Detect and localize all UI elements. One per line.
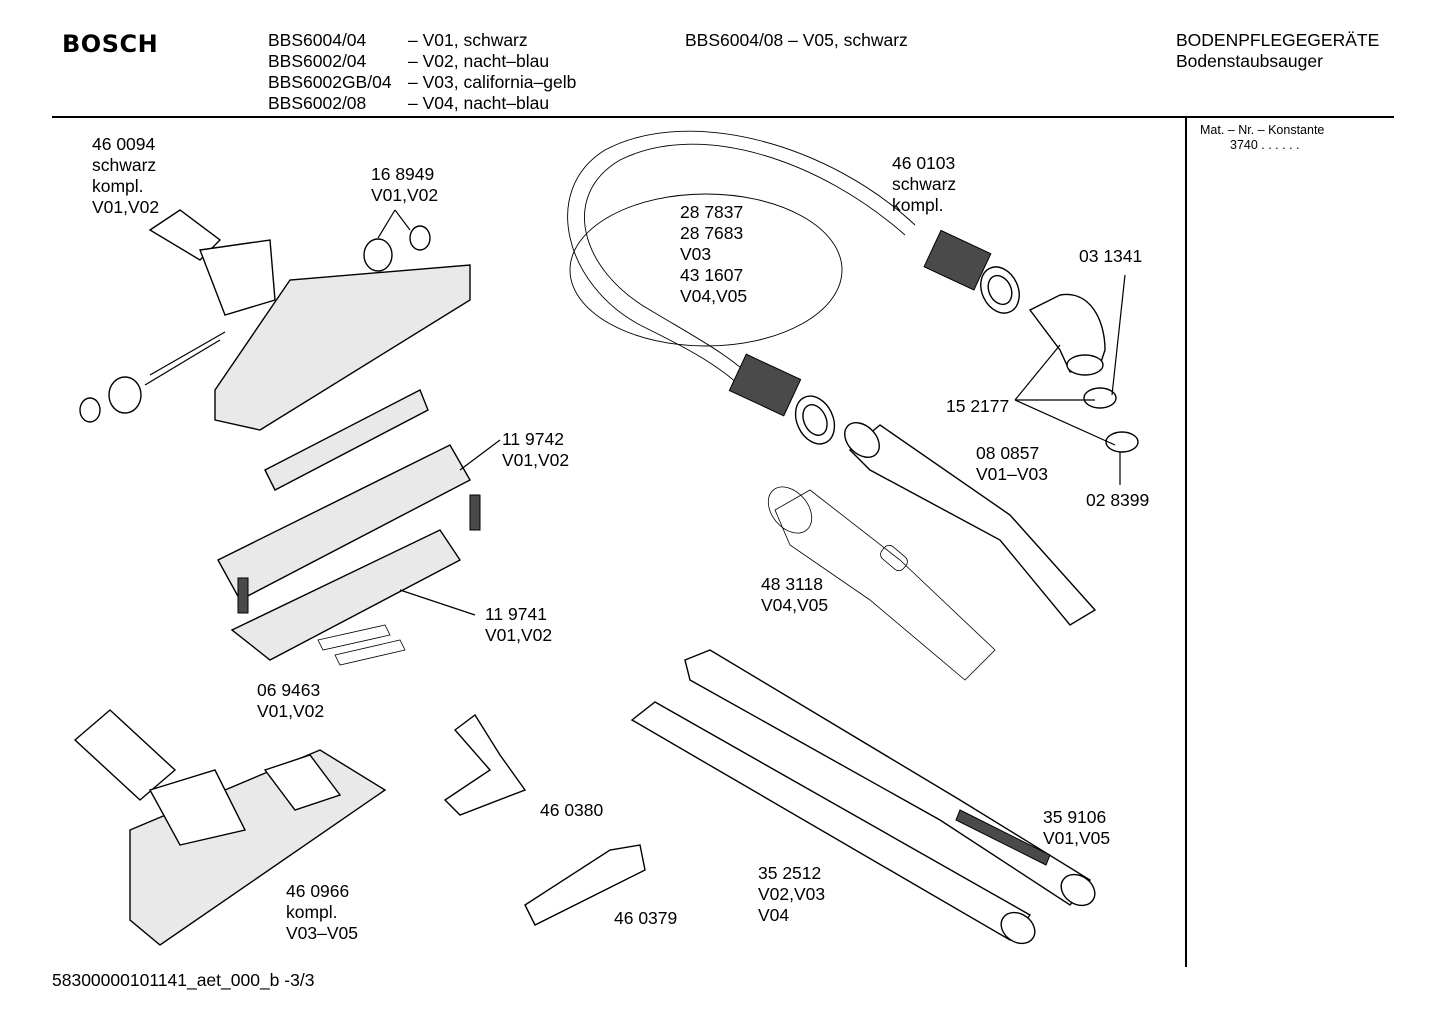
model-list: BBS6004/04 BBS6002/04 BBS6002GB/04 BBS60… [268,30,392,114]
part-variant: V01,V02 [485,625,553,645]
material-constant: Mat. – Nr. – Konstante 3740 . . . . . . [1200,123,1324,153]
part-label-168949: 16 8949 V01,V02 [371,164,438,206]
variant-4: – V04, nacht–blau [408,93,550,113]
model-4: BBS6002/08 [268,93,367,113]
material-constant-title: Mat. – Nr. – Konstante [1200,123,1325,137]
part-variant: V04,V05 [761,595,829,615]
part-number: 43 1607 [680,265,744,285]
part-label-287837: 28 7837 28 7683 V03 43 1607 V04,V05 [680,202,747,307]
part-detail: kompl. [892,195,944,215]
elbow-drawing [1014,274,1139,485]
part-number: 35 2512 [758,863,822,883]
material-constant-index: 3740 . . . . . . [1230,138,1300,152]
part-number: 28 7837 [680,202,744,222]
handle-v04-drawing [767,486,996,681]
part-variant: V02,V03 [758,884,826,904]
part-label-080857: 08 0857 V01–V03 [976,443,1048,485]
part-label-460379: 46 0379 [614,908,677,929]
header-divider [52,116,1394,118]
part-label-359106: 35 9106 V01,V05 [1043,807,1110,849]
part-label-031341: 03 1341 [1079,246,1142,267]
part-label-119742: 11 9742 V01,V02 [502,429,569,471]
part-number: 46 0379 [614,908,678,928]
part-number: 46 0094 [92,134,156,154]
document-id: 58300000101141_aet_000_b -3/3 [52,970,315,990]
part-variant: V04 [758,905,790,925]
part-detail: kompl. [286,902,338,922]
handle-drawing [844,422,1097,626]
part-label-460380: 46 0380 [540,800,603,821]
category-title: BODENPFLEGEGERÄTE [1176,30,1380,50]
part-detail: schwarz [892,174,957,194]
model-3: BBS6002GB/04 [268,72,392,92]
part-variant: V01,V02 [371,185,439,205]
brand-logo: BOSCH [62,30,159,58]
part-variant: V01,V02 [502,450,570,470]
part-variant: V01,V02 [92,197,160,217]
part-label-460094: 46 0094 schwarz kompl. V01,V02 [92,134,159,218]
hose-drawing [567,130,1020,445]
category-block: BODENPFLEGEGERÄTE Bodenstaubsauger [1176,30,1379,72]
part-number: 16 8949 [371,164,435,184]
part-variant: V03–V05 [286,923,359,943]
tubes-drawing [630,649,1096,945]
part-variant: V01,V02 [257,701,325,721]
part-number: 46 0380 [540,800,604,820]
floor-nozzle-drawing [79,209,471,431]
part-number: 11 9742 [502,429,564,449]
part-number: 08 0857 [976,443,1040,463]
variant-1: – V01, schwarz [408,30,528,50]
part-number: 15 2177 [946,396,1010,416]
part-detail: kompl. [92,176,144,196]
crevice-tool-drawing [524,844,646,926]
part-variant: V04,V05 [680,286,748,306]
extra-model: BBS6004/08 – V05, schwarz [685,30,908,50]
variant-2: – V02, nacht–blau [408,51,550,71]
combination-nozzle-drawing [73,709,387,946]
model-1: BBS6004/04 [268,30,367,50]
part-number: 35 9106 [1043,807,1107,827]
part-number: 46 0103 [892,153,956,173]
part-variant: V01–V03 [976,464,1049,484]
part-label-352512: 35 2512 V02,V03 V04 [758,863,825,926]
part-number: 46 0966 [286,881,350,901]
sidebar-divider [1185,117,1187,967]
part-label-460103: 46 0103 schwarz kompl. [892,153,956,216]
variant-3: – V03, california–gelb [408,72,577,92]
part-number: 11 9741 [485,604,547,624]
part-label-483118: 48 3118 V04,V05 [761,574,828,616]
part-number: 02 8399 [1086,490,1150,510]
part-variant: V03 [680,244,712,264]
upholstery-nozzle-drawing [443,713,527,816]
part-label-152177: 15 2177 [946,396,1009,417]
part-number: 48 3118 [761,574,823,594]
model-2: BBS6002/04 [268,51,367,71]
nozzle-plates-drawing [217,389,501,666]
part-label-460966: 46 0966 kompl. V03–V05 [286,881,358,944]
variant-list: – V01, schwarz – V02, nacht–blau – V03, … [408,30,576,114]
part-number: 03 1341 [1079,246,1143,266]
part-detail: schwarz [92,155,157,175]
category-subtitle: Bodenstaubsauger [1176,51,1323,71]
part-variant: V01,V05 [1043,828,1111,848]
part-label-119741: 11 9741 V01,V02 [485,604,552,646]
part-label-069463: 06 9463 V01,V02 [257,680,324,722]
part-number: 28 7683 [680,223,744,243]
part-number: 06 9463 [257,680,321,700]
part-label-028399: 02 8399 [1086,490,1149,511]
